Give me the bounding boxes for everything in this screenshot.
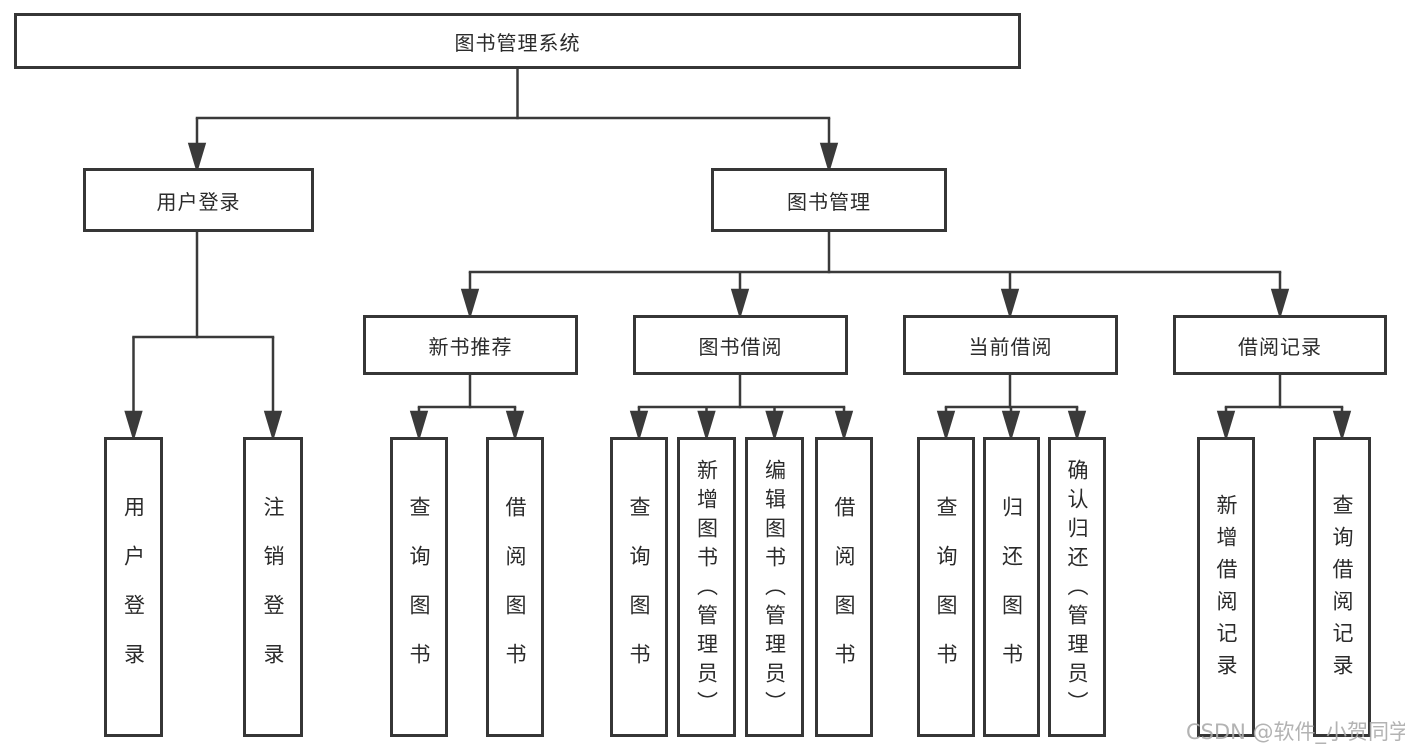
edge-root-to-level2 bbox=[187, 69, 839, 174]
edge-book-management-to-children bbox=[460, 232, 1290, 320]
edge-book-borrow-to-children bbox=[629, 375, 854, 442]
edge-new-book-recommend-to-children bbox=[409, 375, 525, 442]
node-user-login: 用户登录 bbox=[83, 168, 314, 232]
node-label: 注销登录 bbox=[261, 496, 285, 692]
node-return-books: 归还图书 bbox=[983, 437, 1040, 737]
node-query-books-current: 查询图书 bbox=[917, 437, 975, 737]
edge-current-borrow-to-children bbox=[936, 375, 1087, 442]
node-label: 查询借阅记录 bbox=[1330, 494, 1354, 686]
node-add-books-admin: 新增图书（管理员） bbox=[677, 437, 736, 737]
node-query-books-borrow: 查询图书 bbox=[610, 437, 668, 737]
node-add-borrow-record: 新增借阅记录 bbox=[1197, 437, 1255, 737]
edge-user-login-to-children bbox=[124, 232, 283, 442]
node-book-management: 图书管理 bbox=[711, 168, 947, 232]
node-label: 图书管理系统 bbox=[454, 30, 581, 55]
node-book-borrow: 图书借阅 bbox=[633, 315, 848, 375]
node-label: 查询图书 bbox=[934, 496, 958, 692]
node-current-borrow: 当前借阅 bbox=[903, 315, 1118, 375]
node-user-login-leaf: 用户登录 bbox=[104, 437, 163, 737]
node-label: 借阅图书 bbox=[832, 496, 856, 692]
node-label: 归还图书 bbox=[999, 496, 1024, 692]
node-new-book-recommend: 新书推荐 bbox=[363, 315, 578, 375]
node-borrow-records: 借阅记录 bbox=[1173, 315, 1387, 375]
node-label: 图书管理 bbox=[787, 189, 871, 214]
node-logout-leaf: 注销登录 bbox=[243, 437, 303, 737]
node-label: 新增借阅记录 bbox=[1214, 494, 1238, 686]
node-label: 查询图书 bbox=[627, 496, 651, 692]
node-query-borrow-record: 查询借阅记录 bbox=[1313, 437, 1371, 737]
node-label: 图书借阅 bbox=[698, 334, 783, 359]
csdn-watermark: CSDN @软件_小贺同学 bbox=[1186, 720, 1405, 744]
node-borrow-books-borrow: 借阅图书 bbox=[815, 437, 873, 737]
node-edit-books-admin: 编辑图书（管理员） bbox=[745, 437, 804, 737]
node-root-system: 图书管理系统 bbox=[14, 13, 1021, 69]
node-label: 当前借阅 bbox=[968, 334, 1053, 359]
node-query-books-recommend: 查询图书 bbox=[390, 437, 448, 737]
node-borrow-books-recommend: 借阅图书 bbox=[486, 437, 544, 737]
node-label: 新书推荐 bbox=[428, 334, 513, 359]
node-label: 确认归还（管理员） bbox=[1065, 458, 1089, 720]
node-label: 用户登录 bbox=[156, 189, 241, 214]
node-confirm-return-admin: 确认归还（管理员） bbox=[1048, 437, 1106, 737]
node-label: 借阅记录 bbox=[1238, 334, 1322, 359]
node-label: 编辑图书（管理员） bbox=[762, 458, 787, 720]
node-label: 用户登录 bbox=[121, 496, 146, 692]
node-label: 查询图书 bbox=[407, 496, 431, 692]
node-label: 借阅图书 bbox=[503, 496, 527, 692]
edge-borrow-records-to-children bbox=[1216, 375, 1352, 442]
node-label: 新增图书（管理员） bbox=[694, 458, 719, 720]
